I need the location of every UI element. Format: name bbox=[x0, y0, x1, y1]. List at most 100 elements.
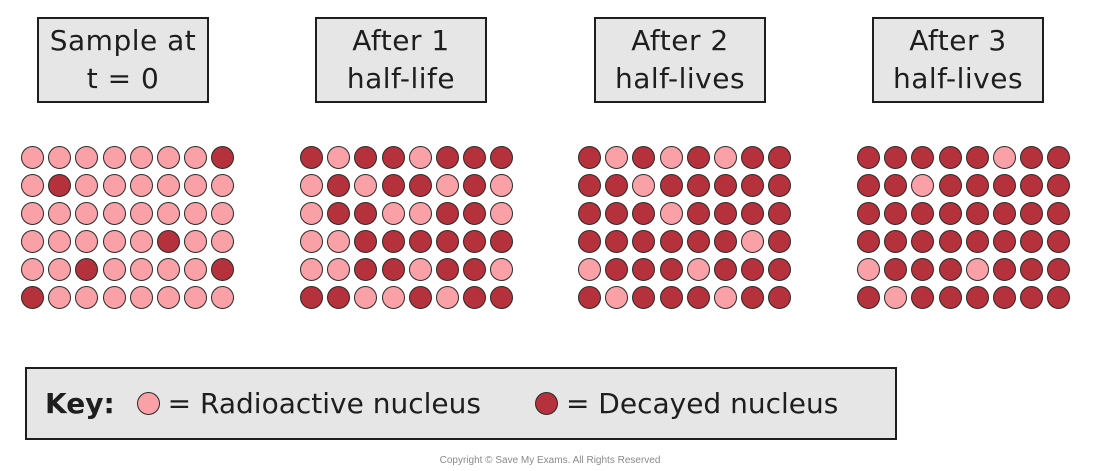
decayed-nucleus bbox=[605, 202, 629, 225]
label-box-after-2: After 2 half-lives bbox=[594, 17, 766, 103]
decayed-nucleus bbox=[21, 286, 44, 309]
radioactive-nucleus bbox=[102, 230, 126, 253]
radioactive-nucleus bbox=[659, 202, 683, 225]
decayed-nucleus bbox=[327, 286, 351, 309]
decayed-nucleus bbox=[327, 174, 351, 197]
decayed-nucleus bbox=[857, 146, 880, 169]
decayed-nucleus bbox=[327, 202, 351, 225]
decayed-nucleus bbox=[884, 202, 908, 225]
decayed-nucleus bbox=[768, 286, 792, 309]
radioactive-nucleus bbox=[211, 202, 235, 225]
radioactive-nucleus bbox=[129, 202, 153, 225]
decayed-nucleus bbox=[768, 202, 792, 225]
key-box: Key: = Radioactive nucleus = Decayed nuc… bbox=[25, 367, 897, 440]
radioactive-nucleus bbox=[884, 286, 908, 309]
nuclei-grid-after-3 bbox=[857, 146, 1071, 309]
radioactive-nucleus bbox=[300, 202, 323, 225]
radioactive-nucleus bbox=[184, 258, 208, 281]
decayed-nucleus bbox=[1047, 174, 1071, 197]
decayed-nucleus bbox=[686, 286, 710, 309]
decayed-nucleus bbox=[435, 146, 459, 169]
decayed-nucleus bbox=[911, 258, 935, 281]
key-radioactive-label: = Radioactive nucleus bbox=[167, 387, 481, 420]
radioactive-nucleus bbox=[354, 286, 378, 309]
decayed-nucleus bbox=[992, 202, 1016, 225]
decayed-nucleus bbox=[741, 174, 765, 197]
key-decayed-label: = Decayed nucleus bbox=[565, 387, 839, 420]
decayed-nucleus bbox=[211, 146, 235, 169]
decayed-nucleus bbox=[938, 258, 962, 281]
decayed-nucleus bbox=[659, 174, 683, 197]
decayed-nucleus bbox=[463, 258, 487, 281]
decayed-nucleus-icon bbox=[534, 392, 558, 415]
decayed-nucleus bbox=[741, 286, 765, 309]
decayed-nucleus bbox=[605, 174, 629, 197]
radioactive-nucleus bbox=[605, 146, 629, 169]
decayed-nucleus bbox=[965, 146, 989, 169]
decayed-nucleus bbox=[884, 258, 908, 281]
decayed-nucleus bbox=[659, 286, 683, 309]
decayed-nucleus bbox=[768, 146, 792, 169]
radioactive-nucleus bbox=[632, 174, 656, 197]
decayed-nucleus bbox=[408, 174, 432, 197]
radioactive-nucleus bbox=[75, 230, 99, 253]
decayed-nucleus bbox=[992, 286, 1016, 309]
decayed-nucleus bbox=[435, 258, 459, 281]
decayed-nucleus bbox=[992, 258, 1016, 281]
radioactive-nucleus bbox=[300, 174, 323, 197]
decayed-nucleus bbox=[659, 258, 683, 281]
decayed-nucleus bbox=[686, 230, 710, 253]
radioactive-nucleus bbox=[21, 230, 44, 253]
decayed-nucleus bbox=[463, 230, 487, 253]
radioactive-nucleus bbox=[156, 174, 180, 197]
decayed-nucleus bbox=[1047, 230, 1071, 253]
radioactive-nucleus bbox=[48, 230, 72, 253]
decayed-nucleus bbox=[857, 286, 880, 309]
radioactive-nucleus bbox=[435, 174, 459, 197]
radioactive-nucleus bbox=[965, 258, 989, 281]
radioactive-nucleus bbox=[102, 146, 126, 169]
radioactive-nucleus-icon bbox=[136, 392, 160, 415]
radioactive-nucleus bbox=[129, 174, 153, 197]
radioactive-nucleus bbox=[408, 258, 432, 281]
decayed-nucleus bbox=[211, 258, 235, 281]
radioactive-nucleus bbox=[184, 174, 208, 197]
label-box-t0: Sample at t = 0 bbox=[37, 17, 209, 103]
radioactive-nucleus bbox=[659, 146, 683, 169]
decayed-nucleus bbox=[713, 174, 737, 197]
decayed-nucleus bbox=[381, 258, 405, 281]
radioactive-nucleus bbox=[129, 230, 153, 253]
radioactive-nucleus bbox=[48, 286, 72, 309]
decayed-nucleus bbox=[632, 286, 656, 309]
decayed-nucleus bbox=[354, 202, 378, 225]
decayed-nucleus bbox=[490, 286, 514, 309]
radioactive-nucleus bbox=[129, 258, 153, 281]
decayed-nucleus bbox=[713, 258, 737, 281]
radioactive-nucleus bbox=[490, 174, 514, 197]
radioactive-nucleus bbox=[435, 286, 459, 309]
radioactive-nucleus bbox=[48, 258, 72, 281]
radioactive-nucleus bbox=[102, 202, 126, 225]
radioactive-nucleus bbox=[211, 174, 235, 197]
decayed-nucleus bbox=[857, 230, 880, 253]
decayed-nucleus bbox=[911, 146, 935, 169]
radioactive-nucleus bbox=[713, 146, 737, 169]
label-line: Sample at bbox=[49, 24, 197, 57]
key-title: Key: bbox=[45, 387, 115, 420]
decayed-nucleus bbox=[992, 174, 1016, 197]
label-line: half-life bbox=[346, 62, 456, 95]
radioactive-nucleus bbox=[156, 286, 180, 309]
decayed-nucleus bbox=[686, 174, 710, 197]
decayed-nucleus bbox=[463, 146, 487, 169]
label-line: After 2 bbox=[631, 24, 729, 57]
decayed-nucleus bbox=[938, 202, 962, 225]
decayed-nucleus bbox=[1047, 202, 1071, 225]
radioactive-nucleus bbox=[408, 146, 432, 169]
decayed-nucleus bbox=[1047, 146, 1071, 169]
decayed-nucleus bbox=[965, 230, 989, 253]
decayed-nucleus bbox=[354, 230, 378, 253]
radioactive-nucleus bbox=[129, 286, 153, 309]
decayed-nucleus bbox=[381, 146, 405, 169]
decayed-nucleus bbox=[938, 230, 962, 253]
decayed-nucleus bbox=[938, 286, 962, 309]
